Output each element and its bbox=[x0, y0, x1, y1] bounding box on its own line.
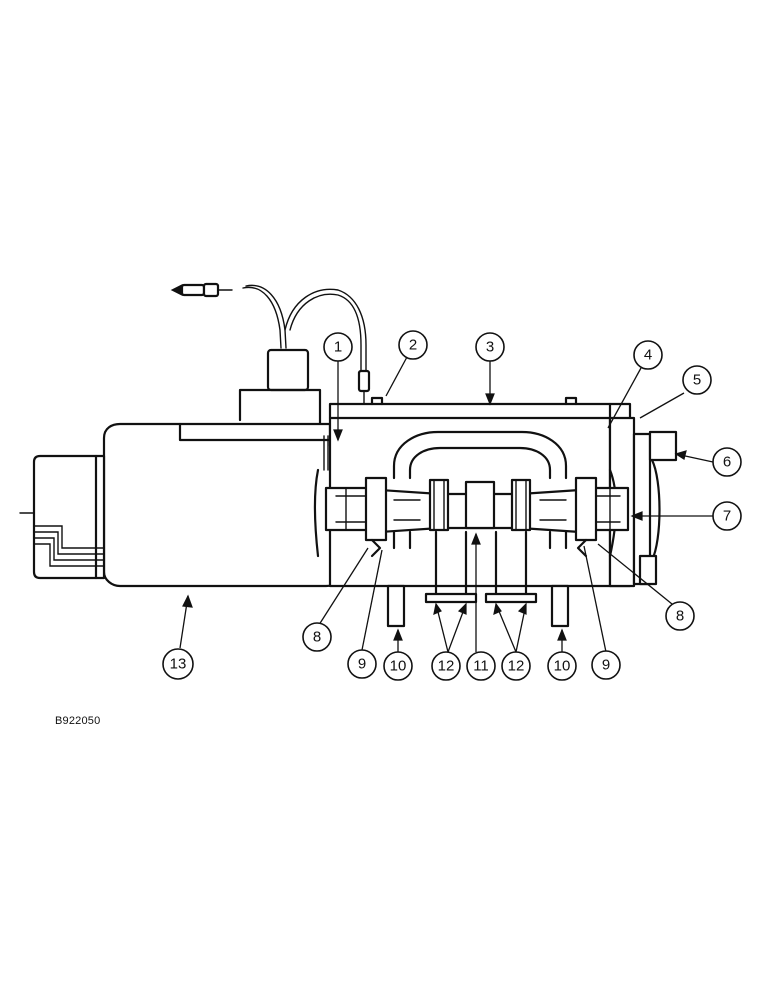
callout-7: 7 bbox=[712, 501, 742, 531]
solenoid-assembly bbox=[19, 348, 342, 588]
callout-1: 1 bbox=[323, 332, 353, 362]
wire-connector bbox=[170, 282, 233, 298]
left-end-cap bbox=[324, 476, 388, 558]
callout-11: 11 bbox=[466, 651, 496, 681]
callout-label: 6 bbox=[723, 454, 731, 471]
callout-label: 2 bbox=[409, 337, 417, 354]
callout-13: 13 bbox=[162, 648, 194, 680]
callout-label: 12 bbox=[508, 658, 525, 675]
callout-2: 2 bbox=[398, 330, 428, 360]
callout-label: 9 bbox=[602, 657, 610, 674]
callout-8-left: 8 bbox=[302, 622, 332, 652]
wiring-harness bbox=[242, 284, 373, 411]
callout-label: 3 bbox=[486, 339, 494, 356]
callout-label: 10 bbox=[554, 658, 571, 675]
callout-label: 8 bbox=[313, 629, 321, 646]
spool bbox=[378, 478, 582, 534]
callout-10-left: 10 bbox=[383, 651, 413, 681]
callout-6: 6 bbox=[712, 447, 742, 477]
callout-9-left: 9 bbox=[347, 649, 377, 679]
callout-4: 4 bbox=[633, 340, 663, 370]
callout-3: 3 bbox=[475, 332, 505, 362]
leader-arrowheads bbox=[182, 393, 687, 641]
callout-12-right: 12 bbox=[501, 651, 531, 681]
right-end-cap bbox=[574, 476, 630, 558]
work-ports bbox=[392, 530, 568, 604]
callout-label: 8 bbox=[676, 608, 684, 625]
callout-label: 9 bbox=[358, 656, 366, 673]
callout-label: 13 bbox=[170, 656, 187, 673]
callout-label: 10 bbox=[390, 658, 407, 675]
callout-label: 1 bbox=[334, 339, 342, 356]
callout-label: 5 bbox=[693, 372, 701, 389]
callout-9-right: 9 bbox=[591, 650, 621, 680]
callout-label: 4 bbox=[644, 347, 652, 364]
callout-label: 12 bbox=[438, 658, 455, 675]
cross-passage bbox=[392, 430, 568, 480]
callout-label: 7 bbox=[723, 508, 731, 525]
callout-5: 5 bbox=[682, 365, 712, 395]
tubes bbox=[386, 584, 570, 628]
end-cover-plug bbox=[632, 430, 678, 586]
callout-10-right: 10 bbox=[547, 651, 577, 681]
figure-id: B922050 bbox=[55, 715, 101, 727]
callout-8-right: 8 bbox=[665, 601, 695, 631]
callout-12-left: 12 bbox=[431, 651, 461, 681]
callout-label: 11 bbox=[473, 658, 489, 675]
